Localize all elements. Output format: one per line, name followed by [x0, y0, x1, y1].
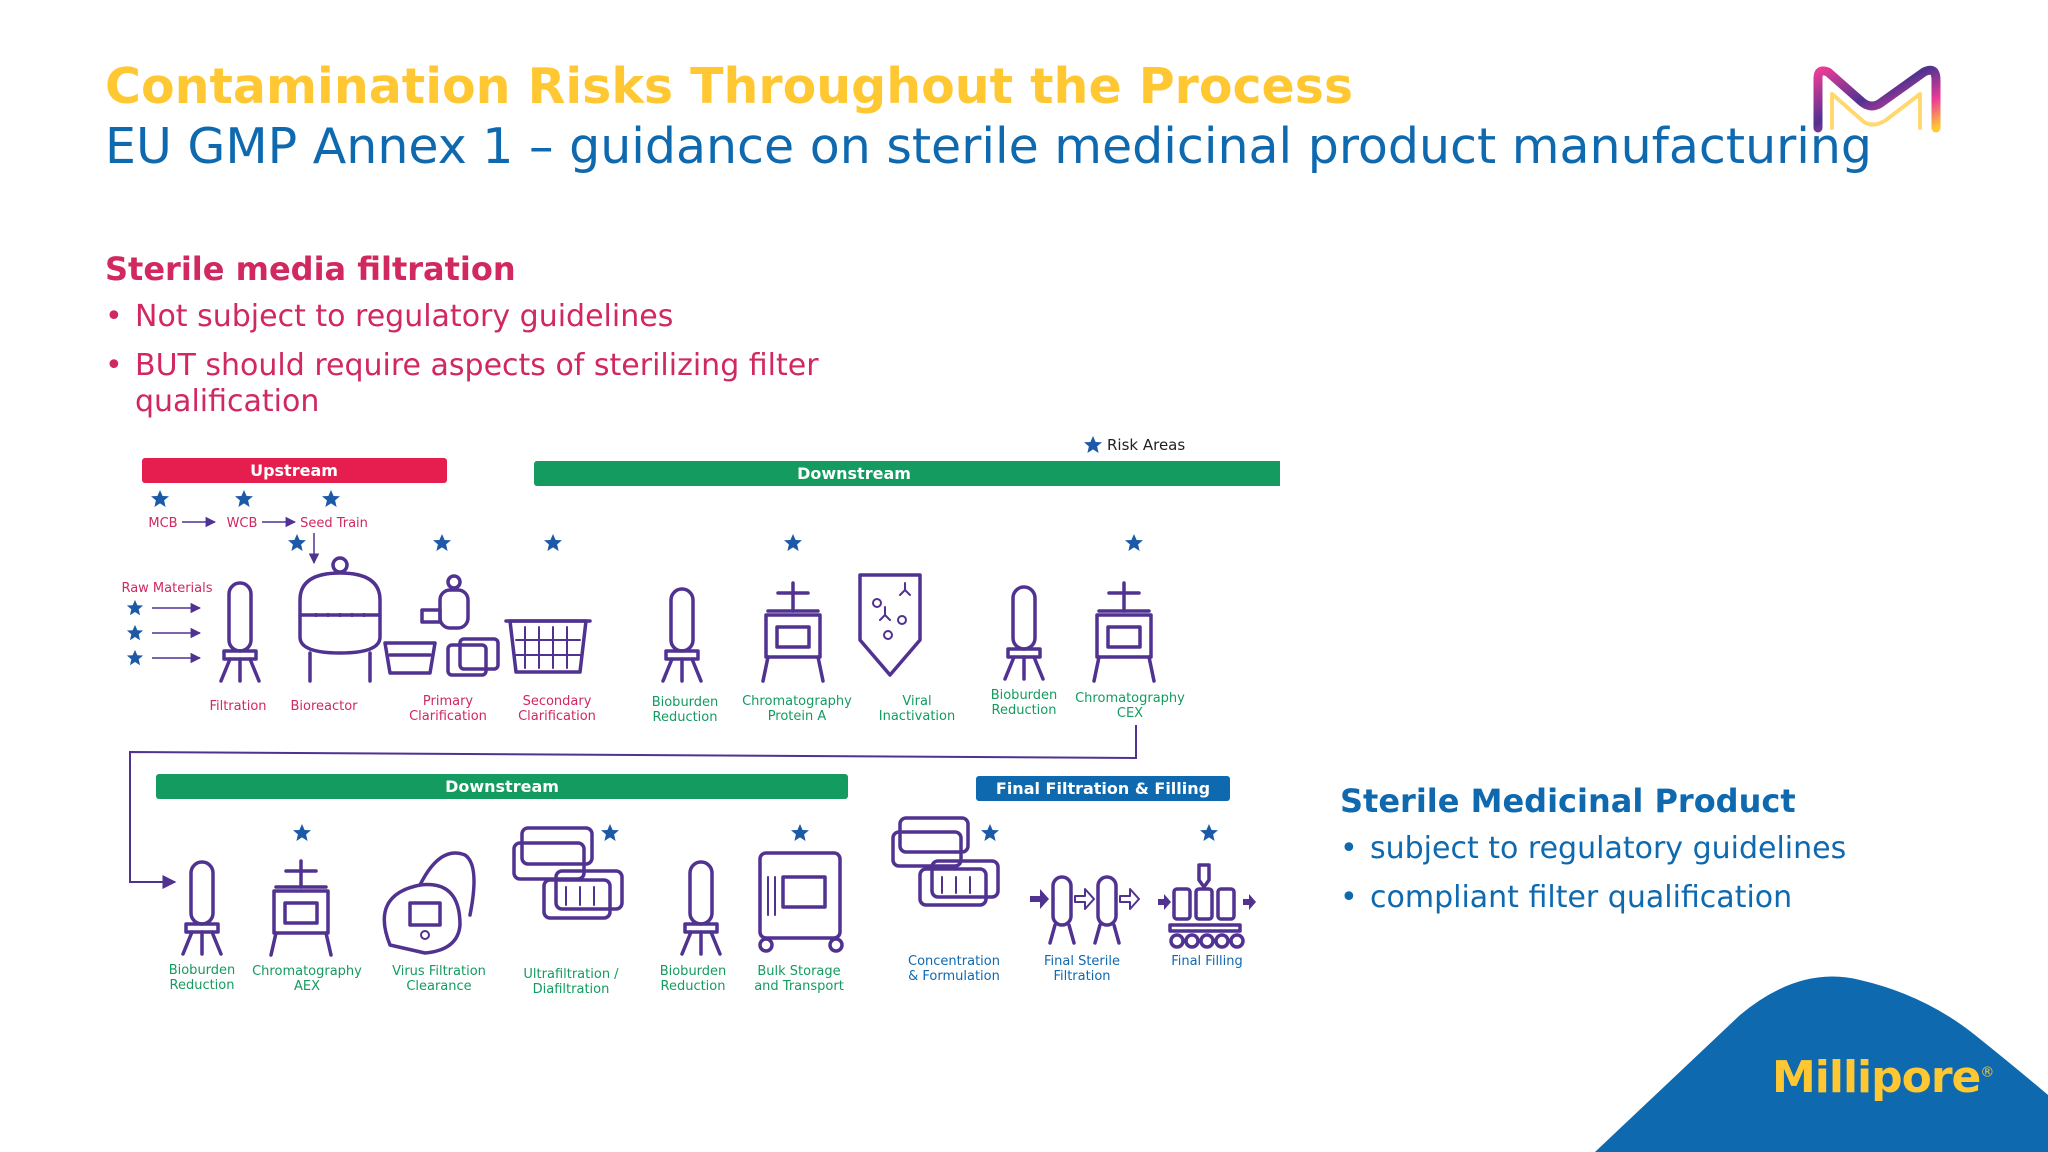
- wcb-label: WCB: [227, 516, 258, 531]
- millipore-wordmark: Millipore®: [1772, 1052, 1994, 1103]
- step-label: AEX: [294, 979, 320, 994]
- bioburden-reduction-icon: [680, 860, 722, 956]
- step-label: Viral: [902, 694, 931, 709]
- step-label: Clarification: [518, 709, 596, 724]
- star-icon: [288, 534, 306, 551]
- ultrafiltration-icon: [512, 826, 624, 920]
- star-icon: [1125, 534, 1143, 551]
- step-label: Primary: [423, 694, 474, 709]
- mcb-label: MCB: [148, 516, 177, 531]
- slide-title: Contamination Risks Throughout the Proce…: [105, 58, 1354, 115]
- step-label: Final Sterile: [1044, 954, 1120, 969]
- step-label: Secondary: [523, 694, 592, 709]
- upstream-bar: [142, 458, 447, 483]
- star-icon: [235, 490, 253, 507]
- step-label: Chromatography: [742, 694, 852, 709]
- virus-filtration-icon: [382, 851, 476, 955]
- star-icon: [126, 599, 144, 616]
- step-label: Ultrafiltration /: [523, 967, 619, 982]
- star-icon: [784, 534, 802, 551]
- sterile-product-bullets: subject to regulatory guidelines complia…: [1340, 831, 1960, 929]
- brand-name: Millipore: [1772, 1052, 1981, 1103]
- process-diagram: Risk Areas Upstream Downstream Downstrea…: [121, 436, 1280, 997]
- step-label: and Transport: [754, 979, 844, 994]
- seed-train-label: Seed Train: [300, 516, 368, 531]
- star-icon: [151, 490, 169, 507]
- legend-star-icon: [1084, 436, 1102, 453]
- step-label: Concentration: [908, 954, 1000, 969]
- step-label: Reduction: [653, 710, 718, 725]
- star-icon: [126, 649, 144, 666]
- step-label: Bioburden: [652, 695, 719, 710]
- primary-clarification-icon: [383, 574, 500, 677]
- flow-connector: [129, 725, 1137, 889]
- bullet-item: subject to regulatory guidelines: [1340, 831, 1960, 867]
- step-label: Bioreactor: [290, 699, 358, 714]
- filtration-icon: [219, 581, 261, 683]
- star-icon: [322, 490, 340, 507]
- step-label: Virus Filtration: [392, 964, 486, 979]
- star-icon: [981, 824, 999, 841]
- bulk-storage-icon: [758, 851, 844, 953]
- downstream-bottom-label: Downstream: [445, 777, 559, 796]
- step-label: Filtration: [209, 699, 266, 714]
- step-label: Reduction: [661, 979, 726, 994]
- step-label: Bioburden: [169, 963, 236, 978]
- step-label: Filtration: [1053, 969, 1110, 984]
- bioburden-reduction-icon: [661, 587, 703, 683]
- sterile-product-heading: Sterile Medicinal Product: [1340, 782, 1796, 820]
- downstream-top-label: Downstream: [797, 464, 911, 483]
- upstream-bar-label: Upstream: [250, 461, 338, 480]
- step-label: Chromatography: [252, 964, 362, 979]
- registered-mark: ®: [1980, 1064, 1994, 1081]
- step-label: Protein A: [768, 709, 827, 724]
- chromatography-protein-a-icon: [761, 581, 825, 683]
- step-label: & Formulation: [908, 969, 1000, 984]
- step-label: Diafiltration: [533, 982, 610, 997]
- bullet-item: BUT should require aspects of sterilizin…: [105, 348, 865, 420]
- star-icon: [544, 534, 562, 551]
- star-icon: [126, 624, 144, 641]
- step-label: Reduction: [170, 978, 235, 993]
- step-label: Clarification: [409, 709, 487, 724]
- step-label: CEX: [1117, 706, 1143, 721]
- bioreactor-icon: [298, 556, 382, 683]
- step-label: Final Filling: [1171, 954, 1243, 969]
- step-label: Inactivation: [879, 709, 955, 724]
- bullet-item: compliant filter qualification: [1340, 880, 1960, 916]
- final-filtration-bar: [976, 776, 1230, 801]
- downstream-bar-bottom: [156, 774, 848, 799]
- chromatography-aex-icon: [269, 859, 333, 957]
- bioburden-reduction-icon: [1003, 585, 1045, 681]
- star-icon: [293, 824, 311, 841]
- step-label: Bioburden: [991, 688, 1058, 703]
- bullet-item: Not subject to regulatory guidelines: [105, 299, 865, 335]
- chromatography-cex-icon: [1092, 581, 1156, 683]
- sterile-media-heading: Sterile media filtration: [105, 250, 516, 288]
- star-icon: [433, 534, 451, 551]
- star-icon: [1200, 824, 1218, 841]
- concentration-formulation-icon: [891, 816, 1000, 907]
- final-sterile-filtration-icon: [1030, 875, 1140, 945]
- slide-subtitle: EU GMP Annex 1 – guidance on sterile med…: [105, 118, 1873, 175]
- step-label: Reduction: [992, 703, 1057, 718]
- brand-wave: [1595, 976, 2048, 1152]
- secondary-clarification-icon: [504, 619, 592, 674]
- step-label: Chromatography: [1075, 691, 1185, 706]
- step-label: Bioburden: [660, 964, 727, 979]
- final-filtration-label: Final Filtration & Filling: [996, 779, 1210, 798]
- raw-materials-label: Raw Materials: [121, 581, 212, 596]
- bioburden-reduction-icon: [181, 860, 223, 956]
- viral-inactivation-icon: [858, 573, 922, 677]
- downstream-bar-top: [534, 461, 1280, 486]
- step-label: Bulk Storage: [757, 964, 840, 979]
- step-label: Clearance: [406, 979, 471, 994]
- merck-m-logo: [1813, 65, 1941, 133]
- final-filling-icon: [1158, 863, 1256, 949]
- star-icon: [601, 824, 619, 841]
- sterile-media-bullets: Not subject to regulatory guidelines BUT…: [105, 299, 865, 433]
- legend-label: Risk Areas: [1107, 436, 1185, 454]
- star-icon: [791, 824, 809, 841]
